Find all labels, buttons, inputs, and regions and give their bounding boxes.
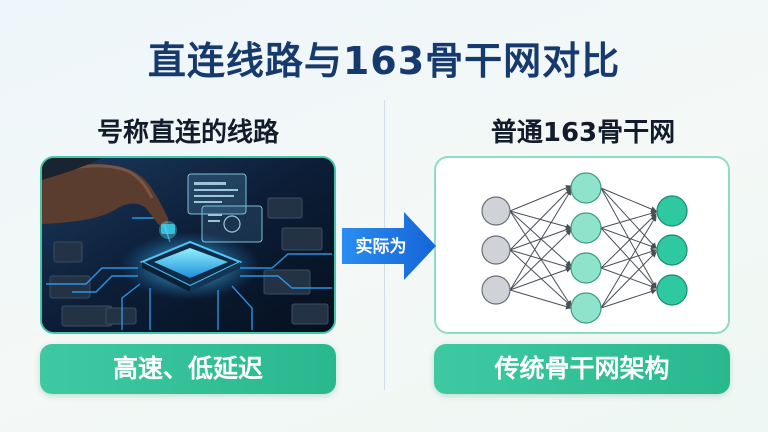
circuit-chip-illustration [42,158,334,332]
input-node [481,235,511,265]
output-node [656,195,688,227]
arrow-label: 实际为 [355,237,407,257]
network-graph-diagram [481,172,688,324]
right-arrow-icon [342,212,436,280]
hidden-node [570,292,602,324]
backbone-network-panel [434,156,730,334]
left-subtitle: 号称直连的线路 [96,118,279,148]
direct-line-image-panel [40,156,336,334]
output-node [656,274,688,306]
input-node [481,196,511,226]
hidden-node [570,212,602,244]
output-node [656,234,688,266]
page-title: 直连线路与163骨干网对比 [147,39,621,83]
input-node [481,275,511,305]
right-feature-tag: 传统骨干网架构 [434,344,730,394]
left-feature-tag: 高速、低延迟 [40,344,336,394]
hidden-node [570,252,602,284]
right-subtitle: 普通163骨干网 [490,118,676,148]
hidden-node [570,172,602,204]
